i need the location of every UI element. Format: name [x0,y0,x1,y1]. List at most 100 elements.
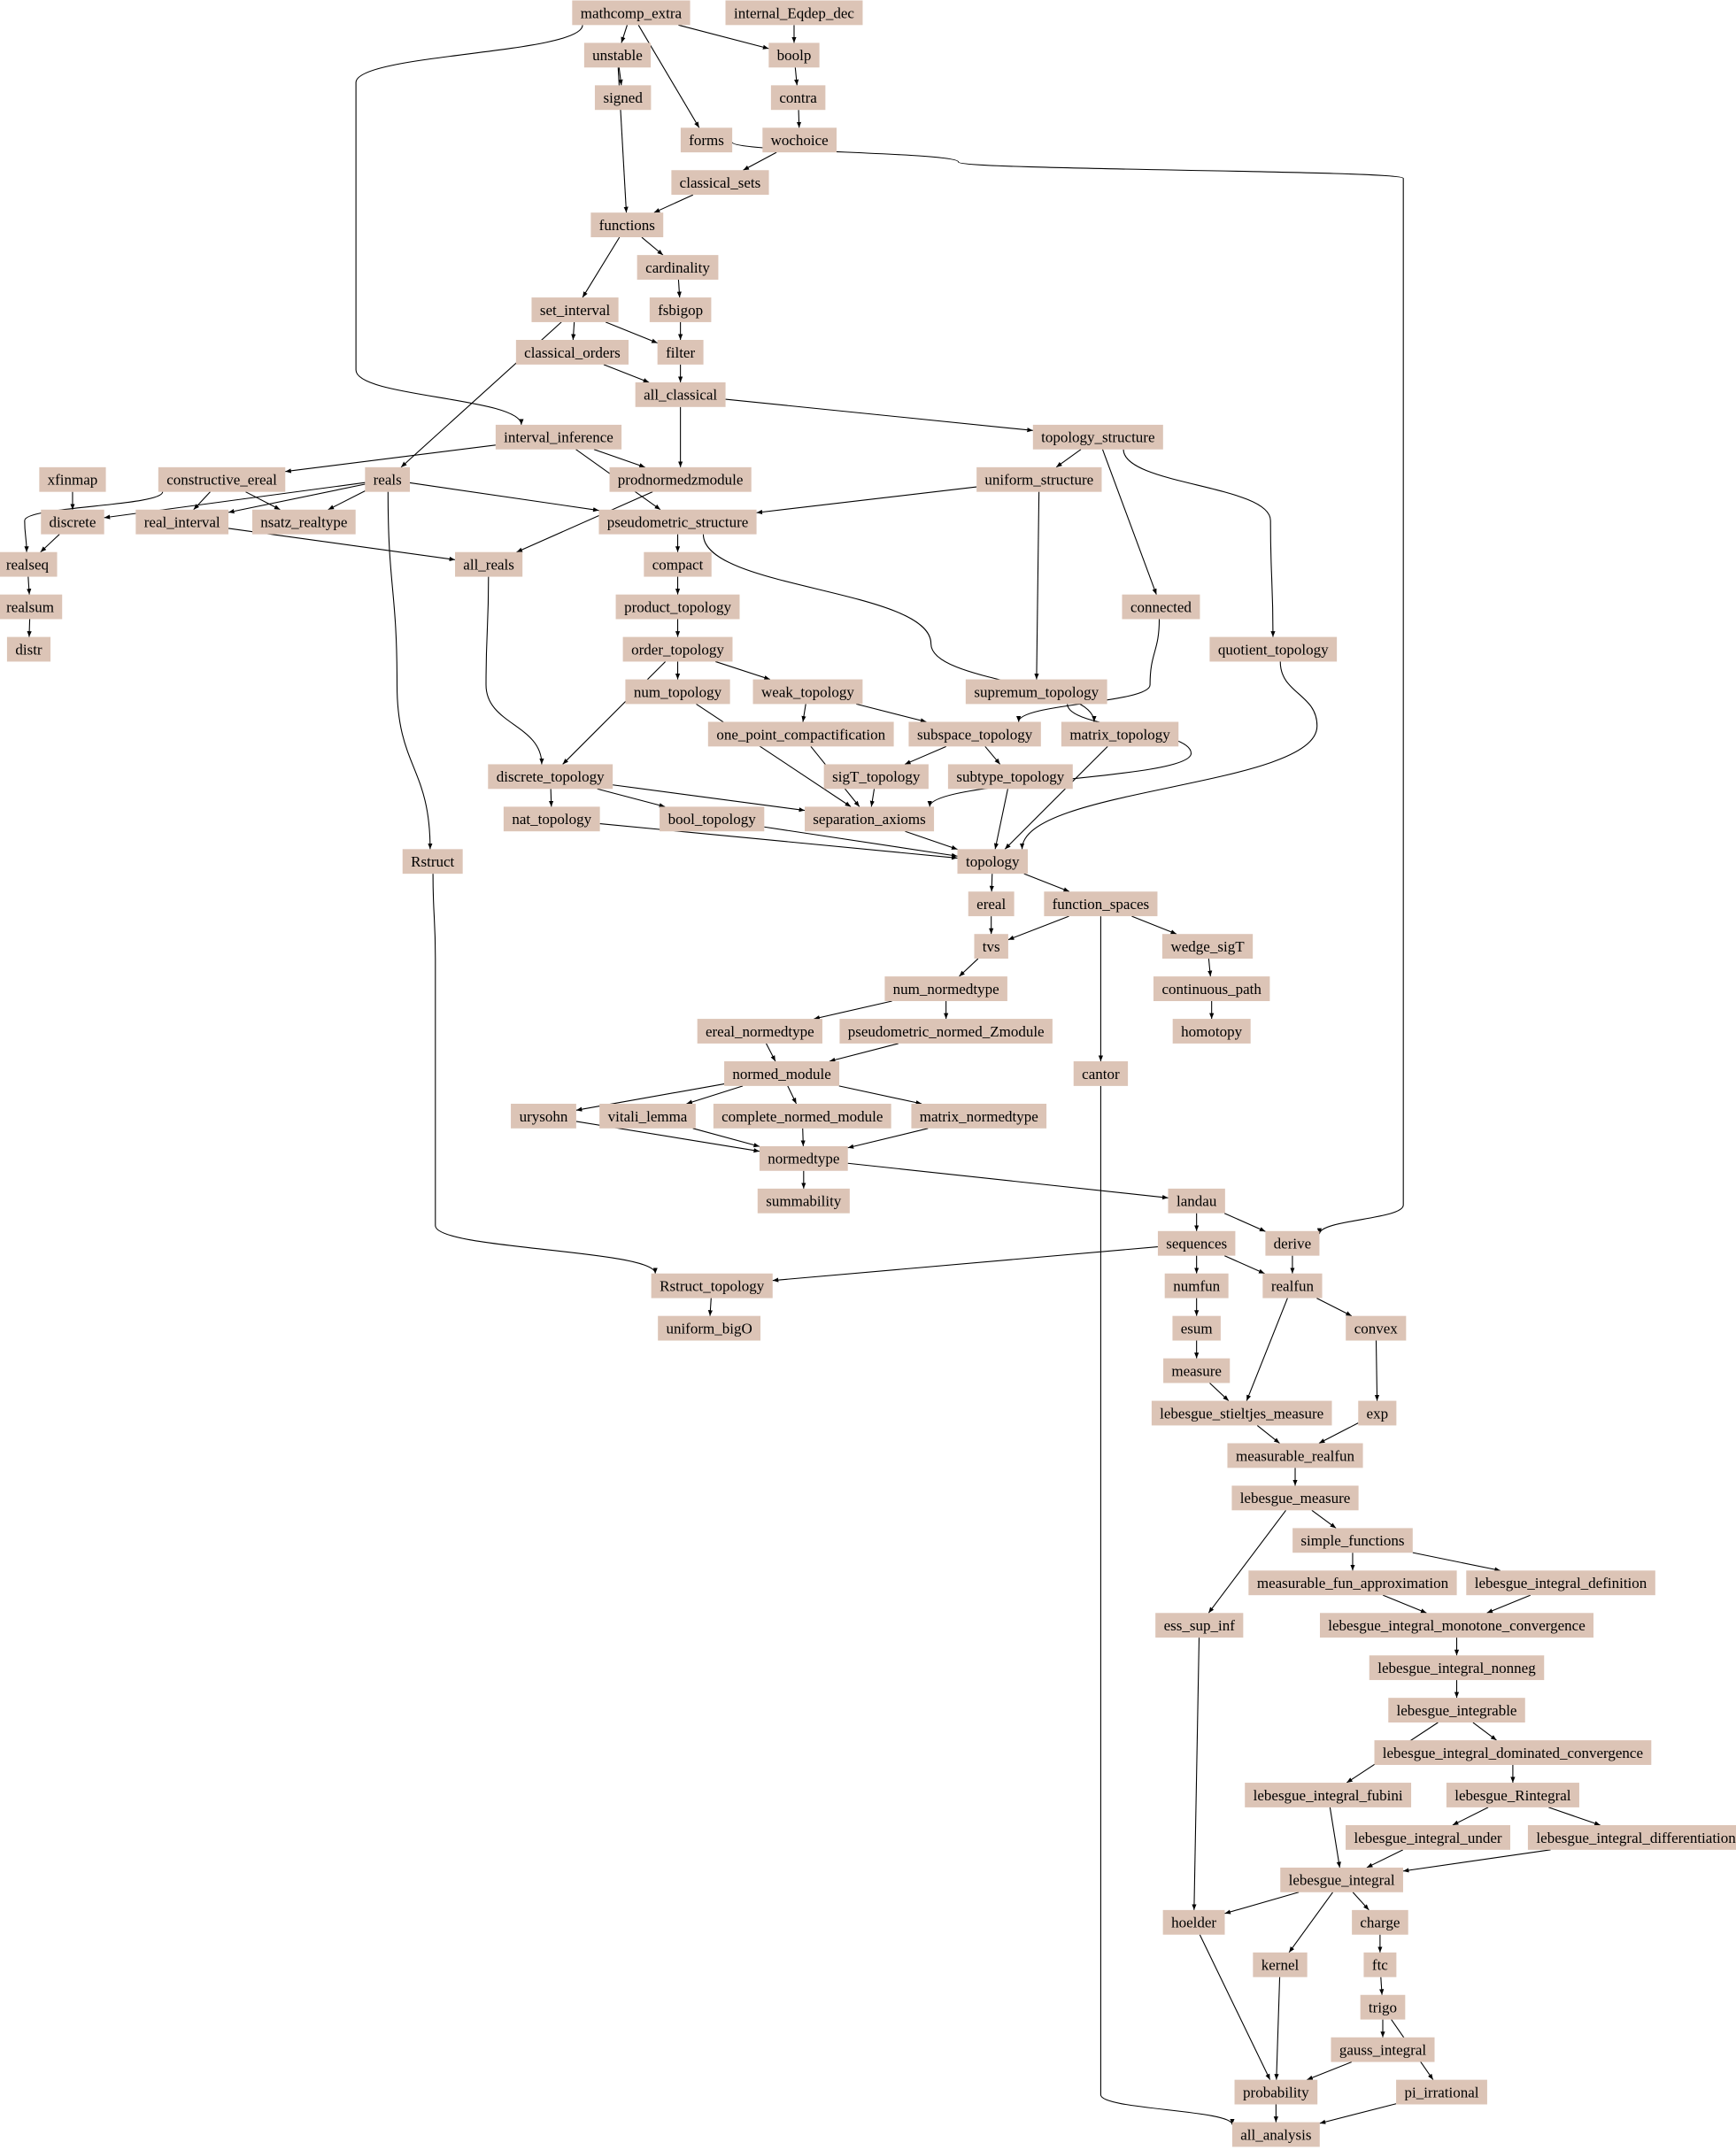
graph-node[interactable]: prodnormedzmodule [609,466,752,492]
graph-node[interactable]: lebesgue_integral_under [1346,1824,1511,1850]
graph-node[interactable]: lebesgue_integral_dominated_convergence [1374,1740,1652,1765]
graph-node[interactable]: normedtype [759,1145,848,1171]
graph-node[interactable]: realsum [0,594,63,620]
graph-node[interactable]: wochoice [762,127,837,153]
graph-node[interactable]: nat_topology [503,806,600,832]
graph-node[interactable]: nsatz_realtype [251,509,356,535]
graph-node[interactable]: classical_orders [515,340,629,365]
graph-node[interactable]: derive [1265,1230,1320,1256]
graph-node[interactable]: contra [770,85,826,111]
graph-node[interactable]: lebesgue_Rintegral [1446,1783,1579,1807]
graph-node[interactable]: ftc [1363,1952,1397,1977]
graph-node[interactable]: continuous_path [1153,976,1270,1001]
graph-node[interactable]: lebesgue_integral [1280,1867,1403,1892]
graph-node[interactable]: signed [594,85,652,111]
graph-node[interactable]: matrix_topology [1061,721,1179,747]
graph-node[interactable]: constructive_ereal [158,466,286,492]
graph-node[interactable]: xfinmap [39,466,106,492]
graph-node[interactable]: product_topology [615,594,740,620]
graph-node[interactable]: num_normedtype [884,976,1007,1001]
graph-node[interactable]: gauss_integral [1331,2037,1435,2062]
graph-node[interactable]: all_reals [455,551,523,577]
graph-node[interactable]: order_topology [622,636,733,662]
graph-node[interactable]: lebesgue_integral_nonneg [1369,1655,1545,1681]
graph-node[interactable]: filter [657,340,704,365]
graph-node[interactable]: Rstruct [402,849,463,875]
graph-node[interactable]: convex [1346,1315,1407,1341]
graph-node[interactable]: uniform_bigO [658,1315,761,1341]
graph-node[interactable]: function_spaces [1044,891,1158,917]
graph-node[interactable]: real_interval [135,509,229,535]
graph-node[interactable]: subtype_topology [947,764,1073,790]
graph-node[interactable]: charge [1352,1909,1408,1935]
graph-node[interactable]: discrete_topology [488,764,613,790]
graph-node[interactable]: realseq [0,551,58,577]
graph-node[interactable]: hoelder [1162,1909,1225,1935]
graph-node[interactable]: matrix_normedtype [911,1103,1047,1129]
graph-node[interactable]: ess_sup_inf [1155,1613,1244,1638]
graph-node[interactable]: pi_irrational [1396,2079,1487,2105]
graph-node[interactable]: weak_topology [752,679,863,705]
graph-node[interactable]: summability [757,1188,850,1214]
graph-node[interactable]: discrete [41,509,104,535]
graph-node[interactable]: normed_module [724,1061,840,1086]
graph-node[interactable]: fsbigop [649,297,712,322]
graph-node[interactable]: uniform_structure [976,466,1102,492]
graph-node[interactable]: lebesgue_integral_monotone_convergence [1319,1613,1594,1638]
graph-node[interactable]: tvs [974,934,1008,959]
graph-node[interactable]: ereal_normedtype [697,1019,822,1044]
graph-node[interactable]: forms [680,127,733,153]
graph-node[interactable]: trigo [1360,1994,1406,2020]
graph-node[interactable]: cantor [1073,1061,1129,1086]
graph-node[interactable]: complete_normed_module [713,1103,891,1129]
graph-node[interactable]: internal_Eqdep_dec [725,0,863,26]
graph-node[interactable]: set_interval [531,297,619,322]
graph-node[interactable]: pseudometric_normed_Zmodule [839,1019,1053,1044]
graph-node[interactable]: ereal [968,891,1015,917]
graph-node[interactable]: lebesgue_stieltjes_measure [1151,1400,1332,1426]
graph-node[interactable]: sigT_topology [823,764,929,790]
graph-node[interactable]: lebesgue_integral_differentiation [1527,1824,1736,1850]
graph-node[interactable]: topology_structure [1032,424,1163,450]
graph-node[interactable]: mathcomp_extra [572,0,691,26]
graph-node[interactable]: cardinality [637,255,719,280]
graph-node[interactable]: urysohn [511,1103,576,1129]
graph-node[interactable]: numfun [1164,1273,1229,1298]
graph-node[interactable]: lebesgue_integrable [1388,1698,1525,1723]
graph-node[interactable]: realfun [1262,1273,1323,1298]
graph-node[interactable]: boolp [768,42,820,68]
graph-node[interactable]: lebesgue_integral_definition [1466,1570,1655,1596]
graph-node[interactable]: all_classical [635,381,726,407]
graph-node[interactable]: classical_sets [671,170,769,196]
graph-node[interactable]: bool_topology [660,806,765,832]
graph-node[interactable]: lebesgue_integral_fubini [1245,1783,1412,1807]
graph-node[interactable]: quotient_topology [1209,636,1338,662]
graph-node[interactable]: reals [365,466,410,492]
graph-node[interactable]: all_analysis [1231,2122,1320,2147]
graph-node[interactable]: measurable_fun_approximation [1248,1570,1457,1596]
graph-node[interactable]: topology [957,849,1028,875]
graph-node[interactable]: one_point_compactification [707,721,894,747]
graph-node[interactable]: wedge_sigT [1161,934,1254,959]
graph-node[interactable]: lebesgue_measure [1231,1485,1359,1511]
graph-node[interactable]: distr [6,636,51,662]
graph-node[interactable]: probability [1234,2079,1318,2105]
graph-node[interactable]: num_topology [625,679,730,705]
graph-node[interactable]: separation_axioms [805,806,935,832]
graph-node[interactable]: simple_functions [1292,1528,1413,1553]
graph-node[interactable]: landau [1168,1188,1225,1214]
graph-node[interactable]: sequences [1157,1230,1236,1256]
graph-node[interactable]: functions [590,212,664,238]
graph-node[interactable]: exp [1358,1400,1397,1426]
graph-node[interactable]: esum [1172,1315,1221,1341]
graph-node[interactable]: vitali_lemma [599,1103,696,1129]
graph-node[interactable]: pseudometric_structure [598,509,757,535]
graph-node[interactable]: unstable [583,42,652,68]
graph-node[interactable]: subspace_topology [908,721,1041,747]
graph-node[interactable]: kernel [1253,1952,1308,1977]
graph-node[interactable]: connected [1122,594,1200,620]
graph-node[interactable]: measurable_realfun [1227,1443,1363,1468]
graph-node[interactable]: supremum_topology [965,679,1107,705]
graph-node[interactable]: Rstruct_topology [651,1273,773,1298]
graph-node[interactable]: homotopy [1172,1019,1251,1044]
